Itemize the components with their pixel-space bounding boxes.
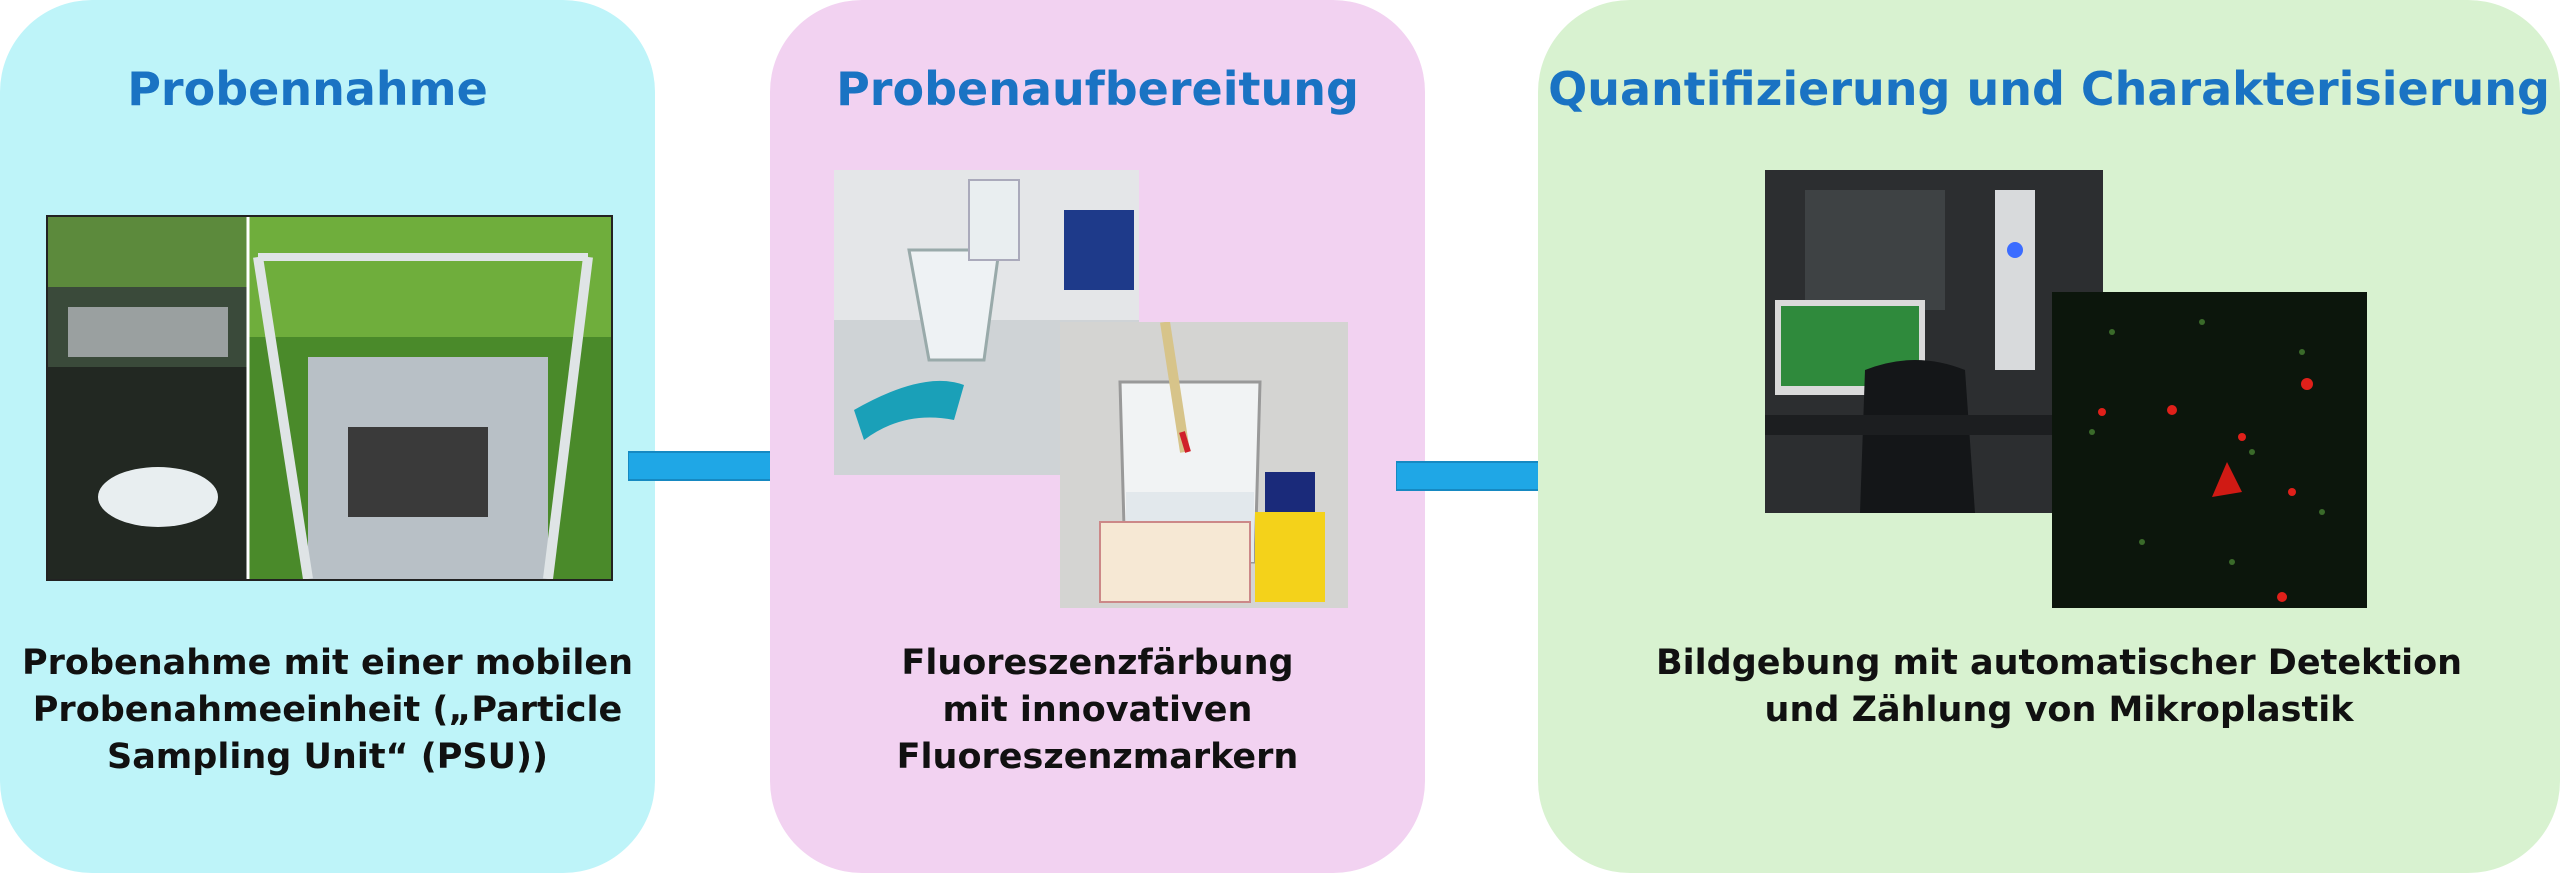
photo-microscope-workstation — [1765, 170, 2103, 513]
step-title: Probennahme — [127, 62, 488, 116]
description-line: Probenahmeeinheit („Particle — [32, 690, 623, 730]
step-title: Quantifizierung und Charakterisierung — [1548, 62, 2550, 116]
step-panel-sampling: Probennahme Probenahme mit einer mobilen… — [0, 0, 655, 873]
step-panel-preparation: Probenaufbereitung Fluoreszenzfärbung mi… — [770, 0, 1425, 873]
description-line: Sampling Unit“ (PSU)) — [106, 737, 549, 777]
description-line: Bildgebung mit automatischer Detektion — [1655, 643, 2463, 683]
description-line: mit innovativen — [942, 690, 1253, 730]
description-line: Fluoreszenzmarkern — [896, 737, 1299, 777]
description-line: Probenahme mit einer mobilen — [21, 643, 634, 683]
step-description: Fluoreszenzfärbung mit innovativen Fluor… — [770, 640, 1425, 781]
step-description: Bildgebung mit automatischer Detektion u… — [1568, 640, 2550, 734]
step-description: Probenahme mit einer mobilen Probenahmee… — [0, 640, 655, 781]
step-title: Probenaufbereitung — [836, 62, 1359, 116]
photo-staining-beaker — [1060, 322, 1348, 608]
step-panel-quantification: Quantifizierung und Charakterisierung — [1538, 0, 2560, 873]
description-line: Fluoreszenzfärbung — [901, 643, 1294, 683]
photo-sampling-site — [46, 215, 613, 581]
description-line: und Zählung von Mikroplastik — [1764, 690, 2354, 730]
photo-fluorescence-micrograph — [2052, 292, 2367, 608]
